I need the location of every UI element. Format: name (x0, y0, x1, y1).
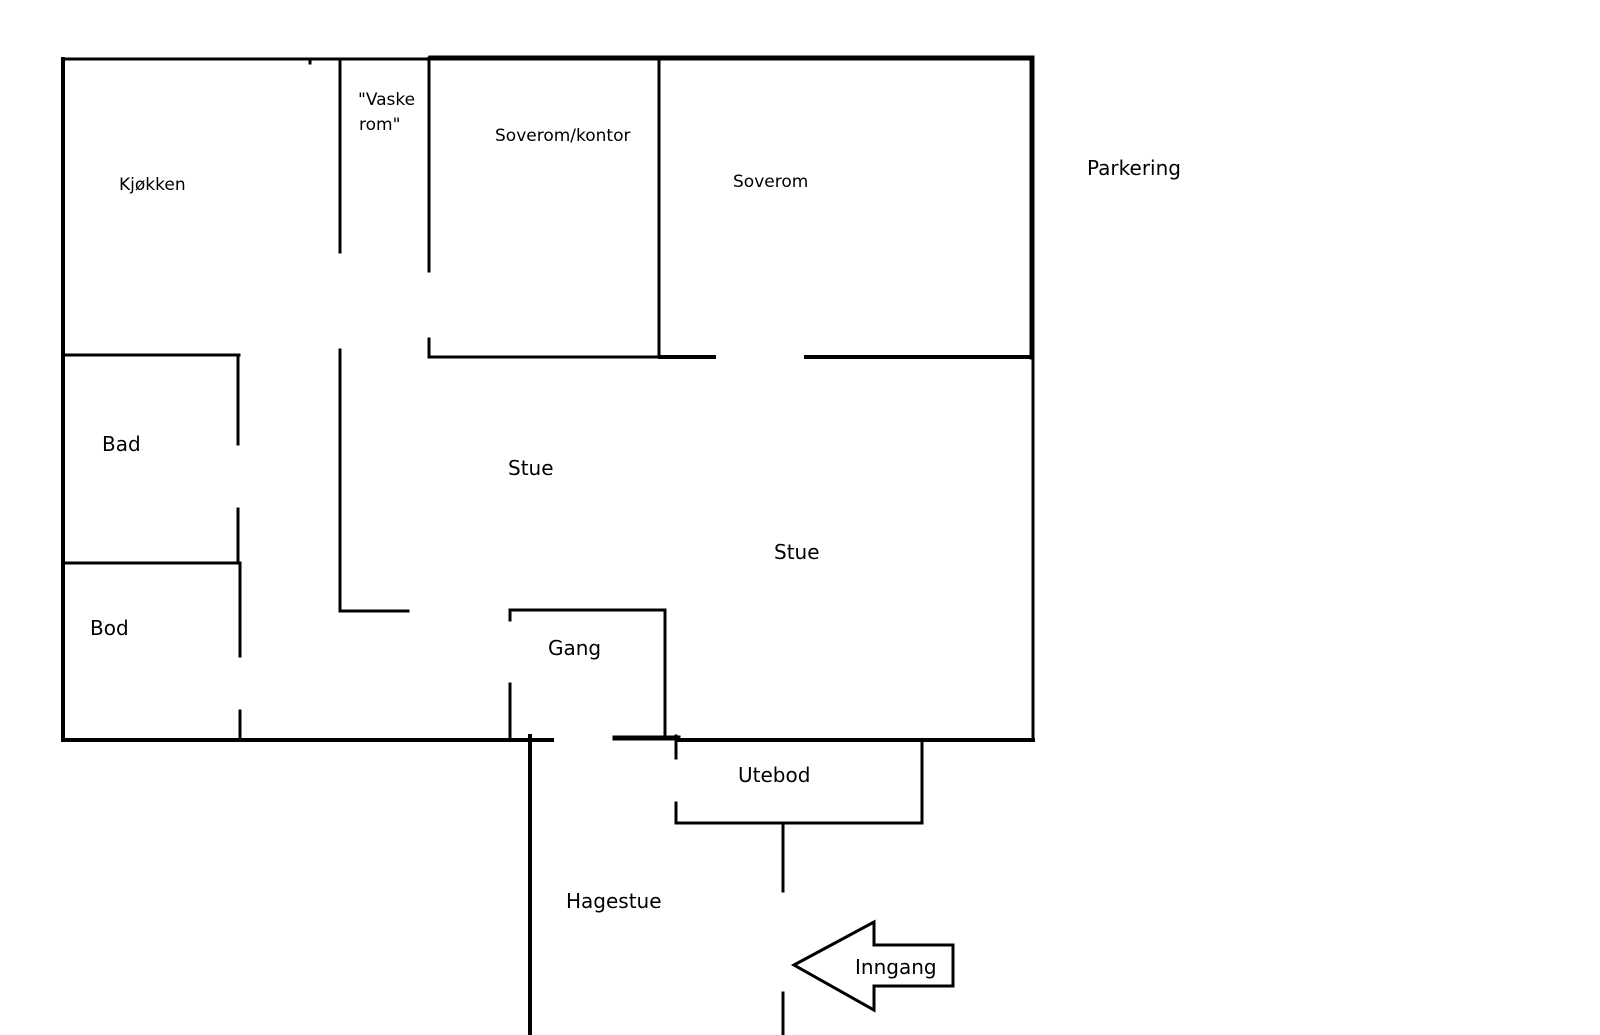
room-label-laundry-line2: rom" (359, 115, 400, 135)
room-label-parking: Parkering (1087, 156, 1181, 180)
entrance-label: Inngang (855, 955, 937, 979)
room-label-living-room-2: Stue (774, 540, 820, 564)
room-label-bathroom: Bad (102, 432, 141, 456)
extension-walls (528, 734, 924, 1035)
entrance-arrow-icon (790, 919, 955, 1013)
room-label-sunroom: Hagestue (566, 889, 662, 913)
room-label-storage: Bod (90, 616, 129, 640)
room-label-kitchen: Kjøkken (119, 175, 186, 195)
room-label-laundry-line1: "Vaske (358, 90, 415, 110)
room-label-bedroom: Soverom (733, 172, 808, 192)
room-label-office: Soverom/kontor (495, 126, 631, 146)
outer-walls (61, 55, 1035, 742)
room-label-hallway: Gang (548, 636, 601, 660)
room-label-outdoor-storage: Utebod (738, 763, 810, 787)
room-label-living-room-1: Stue (508, 456, 554, 480)
room-labels: Kjøkken "Vaske rom" Soverom/kontor Sover… (90, 90, 1181, 979)
interior-walls (61, 56, 1034, 742)
